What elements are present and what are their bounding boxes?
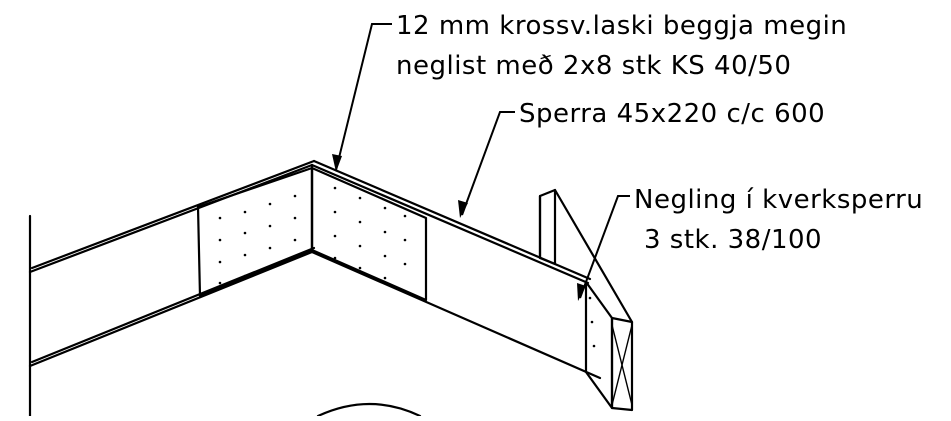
leader-gusset (332, 23, 392, 172)
gusset-label-line2: neglist með 2x8 stk KS 40/50 (396, 51, 791, 81)
valley-label-line2: 3 stk. 38/100 (644, 225, 822, 255)
leader-valley (577, 195, 630, 301)
valley-label-line1: Negling í kverksperru (634, 185, 923, 215)
leader-rafter (458, 111, 515, 218)
gusset-plate-left (196, 166, 314, 298)
rafter-outline (28, 159, 602, 380)
arc-fragment (316, 402, 422, 418)
gusset-plate-right (310, 166, 428, 302)
gusset-label-line1: 12 mm krossv.laski beggja megin (396, 11, 847, 41)
valley-rafter (538, 188, 634, 412)
rafter-label: Sperra 45x220 c/c 600 (519, 99, 825, 129)
